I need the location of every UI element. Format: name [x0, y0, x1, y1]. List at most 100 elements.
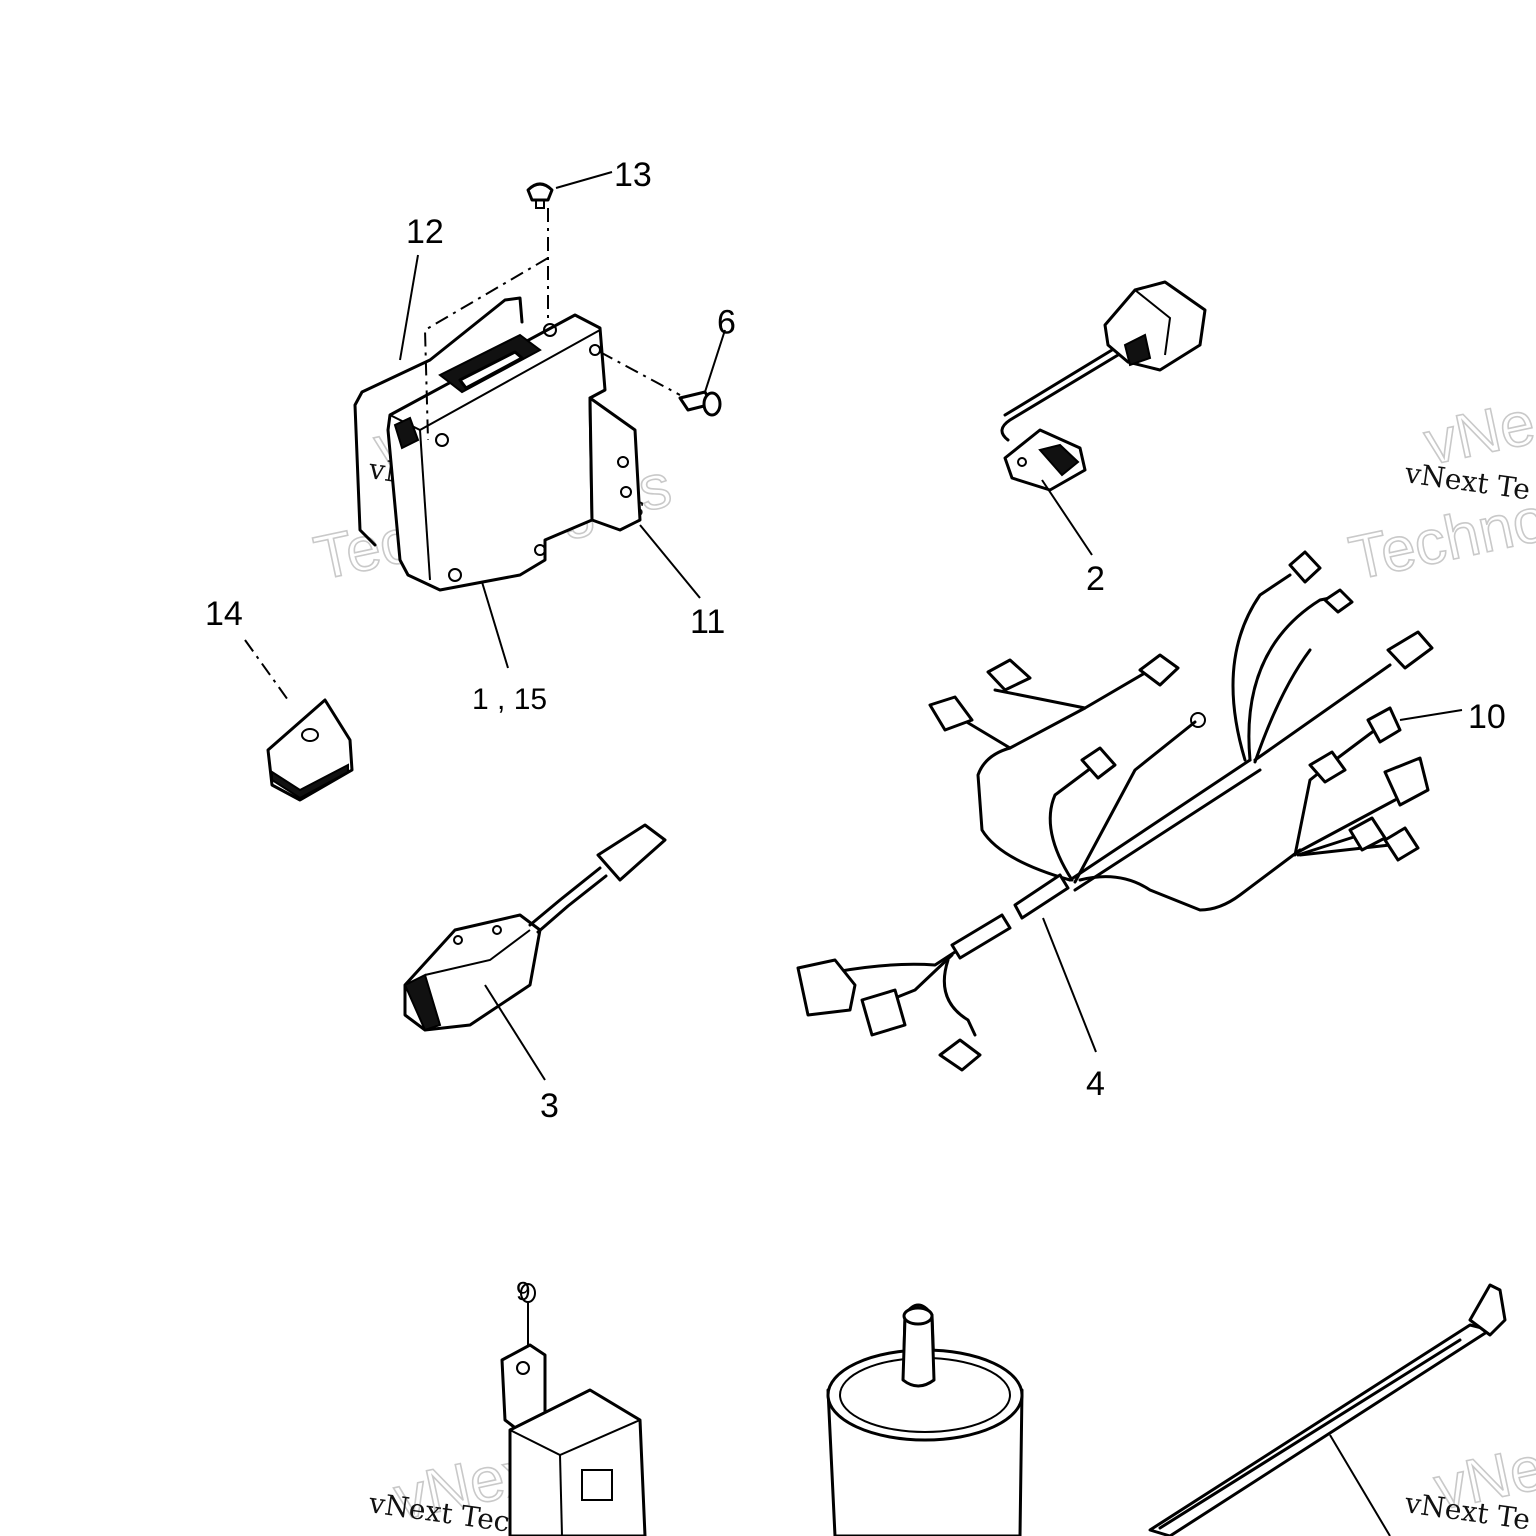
leader-4 — [1042, 917, 1097, 1053]
sensor-wire — [1000, 353, 1120, 442]
flange-hole-1 — [617, 456, 629, 468]
part-3-sensor — [403, 823, 667, 1081]
relay-front-edge — [559, 1454, 563, 1536]
callout-1-15: 1 , 15 — [472, 683, 547, 716]
connector-latch — [1123, 333, 1152, 367]
cdi-module-assembly — [353, 208, 642, 592]
leader-13 — [555, 171, 613, 189]
screw-part-9-top — [599, 329, 726, 417]
box-front-edge — [419, 429, 431, 581]
sensor-connector — [1103, 280, 1207, 372]
cylinder-component — [826, 1303, 1024, 1536]
callout-4: 4 — [1086, 1065, 1105, 1103]
harness-branch-ll1 — [833, 950, 957, 974]
callout-3: 3 — [540, 1087, 559, 1125]
callout-13: 13 — [614, 156, 652, 194]
part-2-sensor — [1000, 280, 1207, 556]
sensor-3-cable — [528, 866, 602, 927]
strip-edge — [1158, 1338, 1462, 1530]
leader-11 — [639, 524, 701, 599]
sensor-3-edge — [424, 929, 531, 976]
leader-1-15 — [481, 581, 509, 669]
cylinder-stem-cap — [902, 1306, 934, 1326]
harness-branch-up-3 — [1253, 648, 1312, 764]
sensor-3-face — [403, 973, 442, 1032]
connector-c3 — [1386, 630, 1434, 670]
connector-c12 — [1383, 826, 1420, 862]
part-4-wiring-harness — [796, 550, 1463, 1072]
sensor-3-hole-1 — [453, 935, 463, 945]
part-14-terminals — [271, 763, 349, 800]
harness-branch-ring — [1073, 720, 1197, 884]
sensor-flange — [1003, 428, 1087, 492]
harness-branch-left — [958, 716, 1012, 750]
strip-leader — [1329, 1434, 1391, 1536]
screw-head — [702, 391, 722, 417]
callout-10: 10 — [1468, 698, 1506, 736]
connector-c11 — [1348, 816, 1387, 852]
relay-assembly — [500, 1283, 647, 1536]
mount-hole-left — [435, 433, 449, 447]
sensor-3-cable-2 — [536, 874, 608, 934]
assembly-line-plate — [423, 257, 549, 441]
sensor-tip — [1038, 443, 1080, 477]
harness-lower-right — [1078, 848, 1302, 912]
harness-trunk — [1068, 758, 1252, 882]
callout-14: 14 — [205, 595, 243, 633]
harness-branch-rr3 — [1296, 798, 1397, 854]
harness-branch-ll3 — [942, 958, 977, 1037]
harness-sleeve-2 — [950, 913, 1012, 960]
leader-14 — [244, 639, 289, 701]
connector-c8 — [1366, 706, 1402, 744]
harness-branch-mid — [993, 688, 1087, 710]
callout-9-top: 9 — [717, 302, 736, 340]
harness-trunk-2 — [1073, 768, 1262, 892]
leader-2 — [1041, 479, 1093, 556]
socket-slot — [458, 350, 524, 390]
rivet-part-13 — [526, 171, 613, 209]
screw-hole — [589, 344, 601, 356]
sensor-3-hole-2 — [492, 925, 502, 935]
mounting-plate — [353, 296, 524, 547]
connector-c15 — [938, 1038, 982, 1072]
connector-edge — [1134, 289, 1172, 356]
harness-branch-rr4 — [1298, 843, 1392, 857]
cylinder-stem — [901, 1316, 936, 1388]
connector-c6 — [928, 695, 974, 732]
connector-c2 — [1323, 588, 1354, 614]
relay-bracket-hole — [516, 1361, 530, 1375]
connector-c1 — [1288, 550, 1322, 584]
part-14-hole — [301, 728, 319, 742]
callout-12: 12 — [406, 213, 444, 251]
leader-3 — [484, 984, 546, 1081]
screw-assembly-line — [599, 351, 681, 396]
callout-2: 2 — [1086, 560, 1105, 598]
mount-hole-bottom-right — [534, 544, 546, 556]
flange-bolt-hole — [1017, 457, 1027, 467]
leader-12 — [399, 254, 419, 361]
sensor-3-body — [403, 913, 542, 1032]
sensor-3-plug — [596, 823, 667, 882]
mount-hole-top — [543, 323, 557, 337]
harness-branch-up-1 — [1231, 573, 1292, 762]
sensor-wire-2 — [1003, 348, 1114, 417]
leader-10 — [1399, 709, 1463, 721]
connector-c14 — [860, 988, 907, 1037]
ring-terminal — [1190, 712, 1206, 728]
part-14-connector — [244, 639, 354, 802]
harness-branch-rr2 — [1296, 833, 1362, 857]
harness-branch-ll2 — [888, 953, 954, 1002]
watermark-bottom-right: vNe vNext Te — [1402, 1432, 1536, 1536]
strip-terminal — [1468, 1283, 1507, 1337]
box-knob — [393, 416, 420, 450]
rivet-head — [526, 182, 554, 202]
side-flange — [588, 396, 642, 532]
rivet-shank — [535, 199, 545, 209]
callout-11: 11 — [690, 603, 725, 641]
flange-hole-2 — [620, 486, 632, 498]
harness-loop — [976, 668, 1152, 882]
connector-c13 — [796, 958, 857, 1017]
harness-branch-right-up — [1253, 663, 1392, 762]
harness-branch-up-2 — [1247, 596, 1332, 762]
